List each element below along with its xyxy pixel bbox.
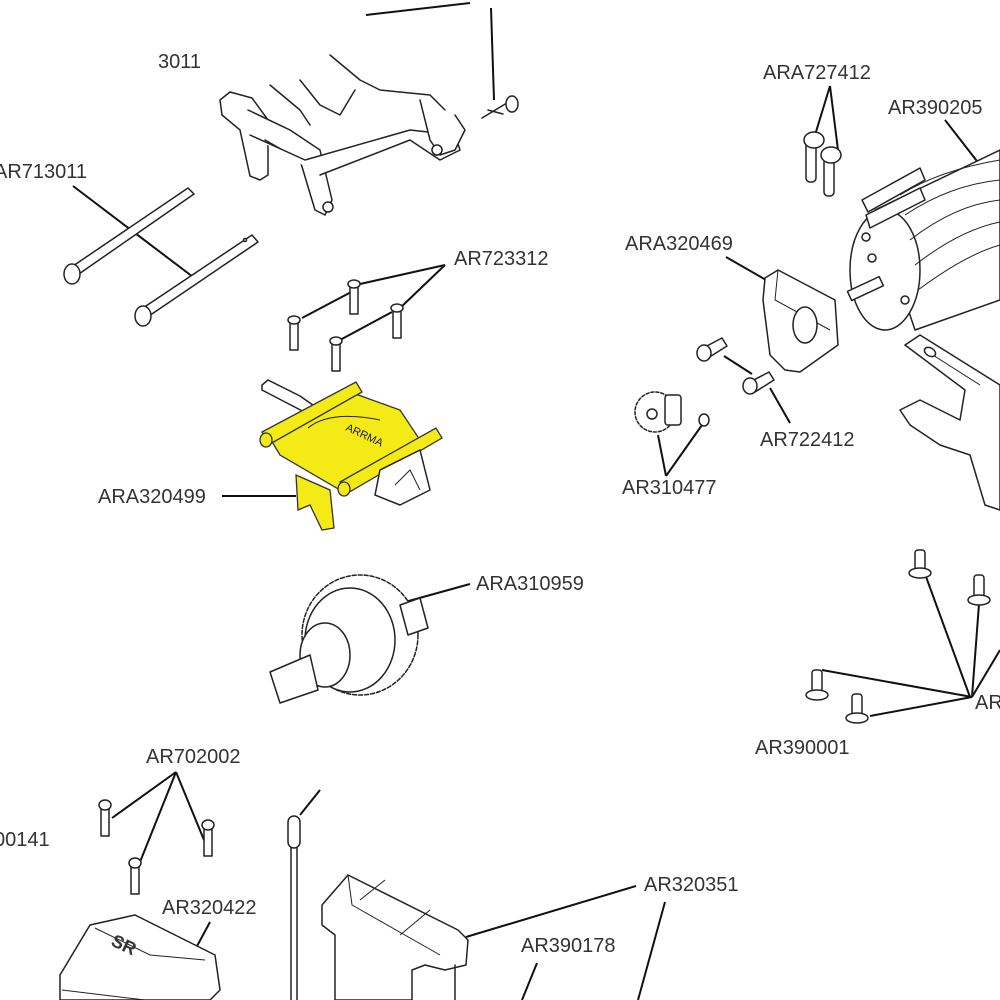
callout-ar390205	[944, 119, 981, 166]
part-label-ara727412: ARA727412	[763, 62, 871, 84]
differential-part	[269, 574, 429, 704]
callout-ar702002	[111, 771, 205, 863]
screws-ar702002-part	[98, 799, 215, 895]
screws-ara727412-part	[803, 131, 842, 197]
callout-ar390001	[821, 573, 1000, 717]
chassis-brace-part	[219, 54, 466, 216]
part-label-ar722412: AR722412	[760, 429, 855, 451]
part-label-ar702002: AR702002	[146, 746, 241, 768]
callout-ar310477	[657, 424, 703, 477]
callout-ar723312	[301, 264, 446, 341]
part-label-ar713011: AR713011	[0, 161, 87, 183]
part-label-ar310477: AR310477	[622, 477, 717, 499]
part-label-ara310959: ARA310959	[476, 573, 584, 595]
callout-ara320469	[725, 256, 767, 281]
part-label-00141: 00141	[0, 829, 50, 851]
callout-top-cut	[365, 2, 495, 101]
part-label-ara320499: ARA320499	[98, 486, 206, 508]
antenna-tube-part	[287, 789, 321, 1000]
part-label-3011: 3011	[158, 51, 201, 73]
part-label-ar320422: AR320422	[162, 897, 257, 919]
screws-ar390001-part	[805, 549, 991, 724]
brushless-motor-part	[846, 149, 1000, 331]
highlighted-bulkhead-part: ARRMA	[259, 379, 443, 531]
screws-ar722412-part	[696, 337, 775, 395]
part-label-ar320351: AR320351	[644, 874, 739, 896]
callout-ar722412	[723, 355, 791, 424]
receiver-box-part: SR	[59, 914, 221, 1000]
part-label-ar390001: AR390001	[755, 737, 850, 759]
screws-ar723312-part	[287, 279, 404, 372]
callout-ar390178	[521, 962, 538, 1000]
callout-ar320422	[195, 921, 211, 949]
callout-ar320351	[465, 885, 666, 1000]
callout-ara727412	[814, 85, 839, 151]
part-label-ar390178: AR390178	[521, 935, 616, 957]
battery-tray-part	[321, 874, 469, 1000]
part-label-ar390205: AR390205	[888, 97, 983, 119]
part-label-ar-cut: AR	[975, 692, 1000, 714]
clip-pin-part	[481, 95, 519, 119]
part-label-ar723312: AR723312	[454, 248, 549, 270]
part-label-ara320469: ARA320469	[625, 233, 733, 255]
motor-plate-part	[899, 334, 1000, 511]
motor-mount-block-part	[762, 269, 839, 373]
pinion-gear-part	[634, 391, 710, 433]
hinge-pin-part	[63, 187, 259, 327]
